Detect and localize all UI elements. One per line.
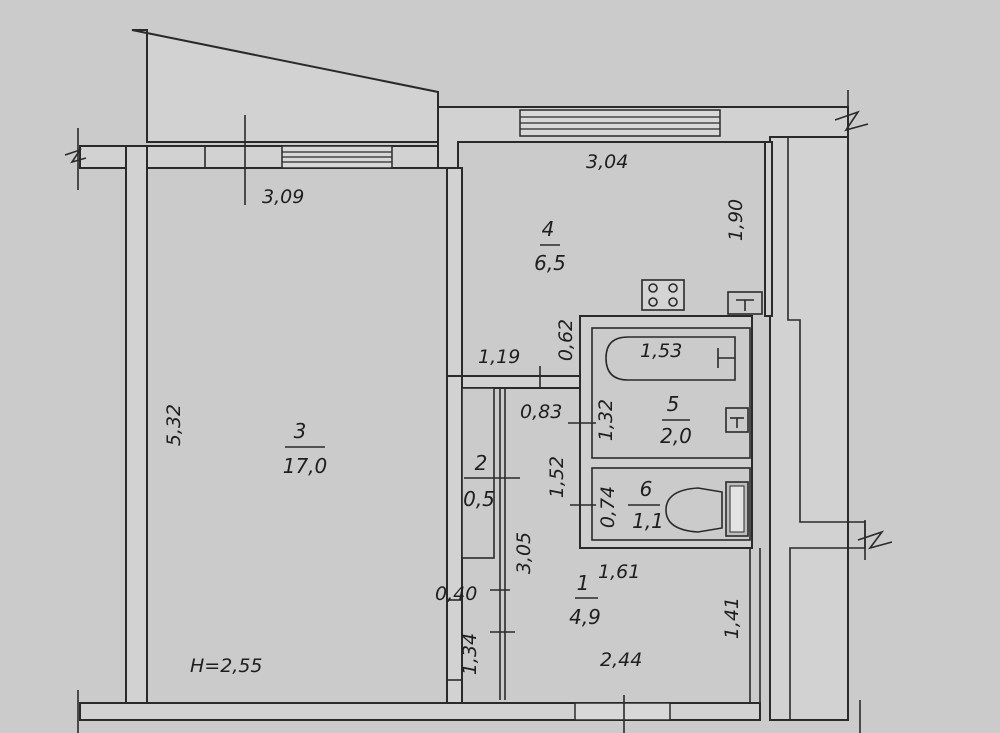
dim-hall-width: 1,61: [598, 561, 640, 583]
room-3-area: 17,0: [283, 454, 328, 478]
room-3-label: 3 17,0: [283, 419, 328, 478]
dim-door-gap: 0,40: [435, 583, 477, 605]
dim-bath-length: 1,53: [640, 340, 682, 362]
room-1-number: 1: [577, 571, 590, 595]
dimension-ticks: [244, 115, 690, 633]
toilet: [665, 481, 749, 537]
room-6-area: 1,1: [632, 509, 664, 533]
bathtub: [605, 336, 736, 381]
dimension-labels: 3,09 5,32 3,04 1,90 0,62 1,19 1,53 1,32 …: [163, 151, 747, 677]
room-4-label: 4 6,5: [534, 217, 566, 275]
room-5-area: 2,0: [660, 424, 692, 448]
ceiling-height-note: H=2,55: [190, 655, 263, 677]
room-2-number: 2: [475, 451, 488, 475]
dim-hall-bottom: 2,44: [600, 649, 642, 671]
dim-room4-bottom: 1,19: [478, 346, 520, 368]
balcony: [131, 29, 439, 143]
room-5-number: 5: [667, 392, 680, 416]
window-room3: [204, 145, 393, 169]
bathroom-sink: [725, 407, 749, 433]
room-6-number: 6: [640, 477, 653, 501]
dim-room3-width: 3,09: [262, 186, 304, 208]
dim-room4-step: 0,62: [555, 319, 577, 361]
entrance-door: [574, 695, 671, 733]
stove: [641, 279, 685, 311]
dim-hall-right: 1,41: [721, 597, 743, 639]
room-1-area: 4,9: [569, 605, 601, 629]
dim-wc-height: 0,74: [597, 486, 619, 528]
dim-room4-length: 1,90: [725, 199, 747, 241]
room-4-number: 4: [542, 217, 555, 241]
dim-bath-door: 0,83: [520, 401, 562, 423]
closet-room2: [461, 387, 495, 559]
dim-room3-length: 5,32: [163, 404, 185, 446]
room-6-label: 6 1,1: [632, 477, 664, 533]
dim-bath-height: 1,32: [595, 399, 617, 441]
room-1-label: 1 4,9: [569, 571, 601, 629]
window-kitchen: [519, 109, 721, 137]
dim-entry-wall: 1,34: [459, 633, 481, 675]
dim-hall-upper: 1,52: [546, 456, 568, 498]
kitchen-sink: [727, 291, 763, 315]
room-5-label: 5 2,0: [660, 392, 692, 448]
room-2-label: 2 0,5: [463, 451, 495, 511]
dim-closet-length: 3,05: [513, 532, 535, 574]
room-2-area: 0,5: [463, 487, 495, 511]
room3-door: [447, 599, 462, 681]
room-4-area: 6,5: [534, 251, 566, 275]
room-3-number: 3: [294, 419, 307, 443]
dim-room4-width: 3,04: [586, 151, 628, 173]
